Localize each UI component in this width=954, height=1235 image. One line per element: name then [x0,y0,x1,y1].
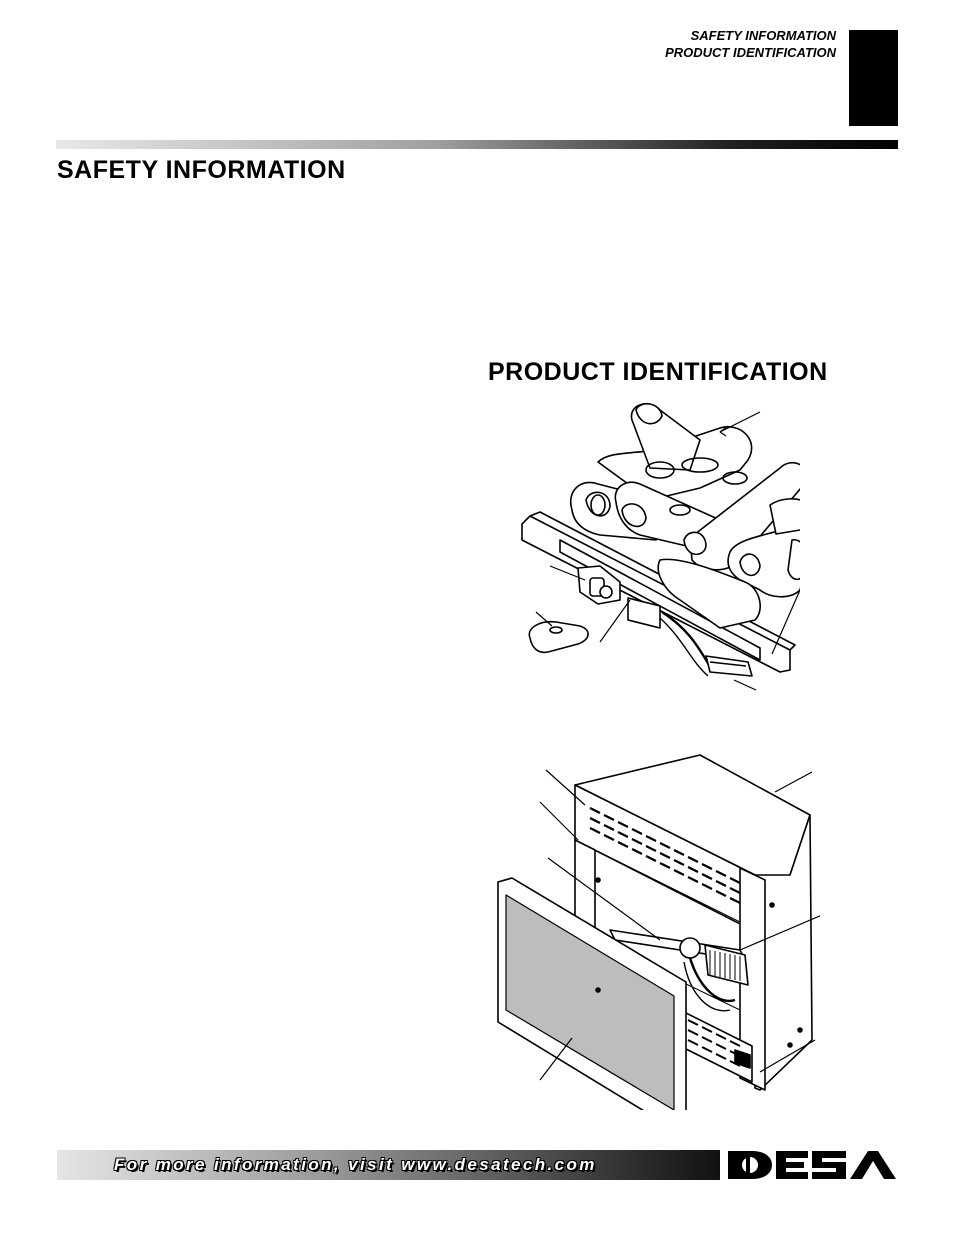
footer-website-link[interactable]: For more information, visit www.desatech… [114,1155,597,1174]
log-set-illustration [521,403,800,691]
footer-bar [57,1150,720,1180]
product-identification-heading: PRODUCT IDENTIFICATION [488,358,828,386]
header-rule [56,140,898,149]
header-section-labels: SAFETY INFORMATION PRODUCT IDENTIFICATIO… [665,27,836,61]
firebox-illustration [497,754,820,1110]
header-label-product: PRODUCT IDENTIFICATION [665,45,836,60]
safety-information-heading: SAFETY INFORMATION [57,156,346,184]
section-tab-block [849,30,898,126]
header-label-safety: SAFETY INFORMATION [690,28,836,43]
desa-logo [722,1148,898,1182]
